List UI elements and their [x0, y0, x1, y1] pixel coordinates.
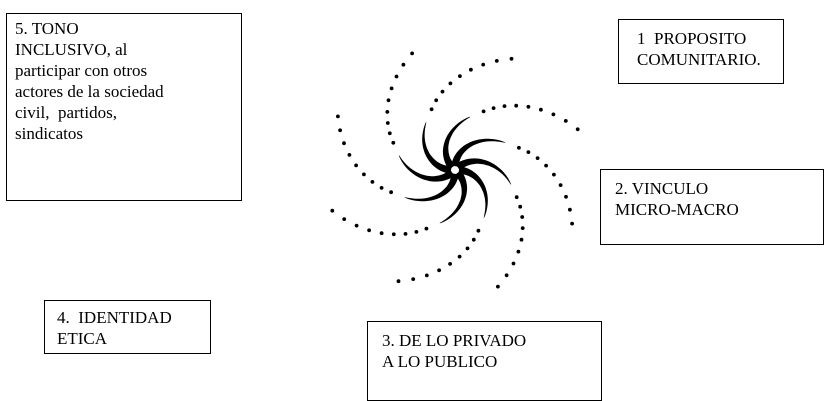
swirl-dot — [552, 172, 556, 177]
swirl-dot — [476, 228, 481, 233]
swirl-dot — [496, 284, 500, 289]
box-1-line: COMUNITARIO. — [637, 50, 761, 69]
swirl-dot — [517, 145, 521, 150]
swirl-dot — [514, 195, 519, 200]
swirl-dot — [481, 109, 486, 114]
swirl-dot — [535, 156, 540, 161]
swirl-dot — [336, 114, 340, 119]
swirl-dot — [330, 208, 335, 213]
swirl-dot — [424, 273, 429, 278]
swirl-dot — [494, 59, 499, 63]
swirl-dot — [457, 254, 462, 259]
swirl-blade — [451, 138, 506, 167]
swirl-dot — [502, 104, 507, 108]
swirl-dot — [367, 228, 371, 233]
swirl-dot — [568, 207, 572, 212]
swirl-dot — [387, 131, 392, 136]
swirl-dot — [389, 190, 393, 195]
box-2-line: MICRO-MACRO — [615, 200, 739, 219]
swirl-dot — [386, 98, 391, 103]
swirl-dot — [448, 262, 452, 266]
swirl-dot — [563, 119, 568, 123]
swirl-dot — [424, 226, 429, 231]
swirl-dot — [379, 231, 384, 236]
box-identidad-etica: 4. IDENTIDAD ETICA — [44, 300, 211, 354]
swirl-dot — [518, 204, 523, 209]
box-5-line: civil, partidos, — [15, 103, 117, 122]
swirl-dot — [385, 110, 390, 114]
swirl-blade — [404, 173, 459, 202]
swirl-dot — [362, 172, 366, 177]
swirl-dot — [520, 215, 525, 219]
box-3-line: A LO PUBLICO — [382, 352, 498, 371]
box-5-line: actores de la sociedad — [15, 82, 164, 101]
swirl-dot — [354, 223, 359, 228]
swirl-dot — [544, 163, 548, 168]
swirl-dot — [396, 279, 401, 284]
swirl-dot — [437, 268, 441, 273]
swirl-dot — [516, 249, 521, 254]
swirl-dot — [347, 153, 352, 157]
swirl-dot — [342, 217, 347, 222]
swirl-blade — [422, 122, 452, 174]
swirl-dot — [391, 140, 396, 145]
swirl-dot — [414, 230, 419, 234]
box-5-line: 5. TONO — [15, 19, 79, 38]
swirl-dot — [429, 107, 434, 112]
swirl-dot — [526, 150, 531, 155]
swirl-dot — [379, 186, 384, 190]
swirl-dot — [342, 141, 346, 146]
box-5-line: sindicatos — [15, 124, 83, 143]
swirl-blade — [455, 158, 512, 185]
box-proposito-comunitario: 1 PROPOSITO COMUNITARIO. — [618, 19, 784, 84]
swirl-dot — [411, 277, 416, 281]
box-4-line: ETICA — [57, 329, 108, 348]
swirl-dot — [385, 121, 390, 125]
box-de-lo-privado: 3. DE LO PRIVADO A LO PUBLICO — [367, 321, 602, 401]
box-4-line: 4. IDENTIDAD — [57, 308, 172, 327]
swirl-dot — [434, 98, 439, 103]
box-tono-inclusivo: 5. TONO INCLUSIVO, al participar con otr… — [6, 13, 242, 201]
swirl-dot — [410, 51, 414, 56]
box-5-line: participar con otros — [15, 61, 148, 80]
swirl-blade — [439, 170, 468, 224]
swirl-dot — [401, 62, 406, 67]
swirl-dot — [570, 221, 574, 226]
swirl-dot — [526, 104, 531, 109]
swirl-dot — [558, 183, 563, 188]
swirl-dot — [370, 180, 375, 184]
swirl-dot — [448, 81, 453, 86]
swirl-dot — [575, 127, 580, 132]
box-2-line: 2. VINCULO — [615, 179, 709, 198]
swirl-dot — [511, 261, 516, 266]
swirl-dot — [471, 237, 476, 242]
box-5-line: INCLUSIVO, al — [15, 40, 128, 59]
swirl-dot — [394, 74, 399, 79]
swirl-dot — [539, 107, 543, 112]
swirl-dot — [491, 106, 496, 110]
swirl-dot — [440, 89, 445, 94]
swirl-dot — [520, 226, 525, 231]
swirl-dot — [564, 194, 568, 199]
swirl-dot — [509, 56, 514, 61]
swirl-dot — [338, 128, 342, 133]
swirl-blade — [458, 166, 488, 218]
swirl-dot — [391, 232, 396, 237]
box-1-line: 1 PROPOSITO — [637, 29, 747, 48]
swirl-dot — [514, 103, 519, 108]
box-3-line: 3. DE LO PRIVADO — [382, 331, 527, 350]
swirl-dot — [458, 74, 462, 78]
swirl-blade — [398, 155, 455, 182]
swirl-dot — [469, 67, 473, 72]
swirl-blade — [442, 116, 471, 170]
swirl-dot — [519, 237, 524, 242]
swirl-dot — [551, 112, 556, 117]
swirl-dot — [403, 232, 408, 236]
swirl-dot — [481, 62, 486, 67]
swirl-dot — [465, 246, 470, 251]
swirl-dot — [504, 273, 509, 278]
box-vinculo-micro-macro: 2. VINCULO MICRO-MACRO — [600, 169, 824, 245]
swirl-dot — [354, 163, 358, 168]
swirl-dot — [389, 86, 394, 91]
